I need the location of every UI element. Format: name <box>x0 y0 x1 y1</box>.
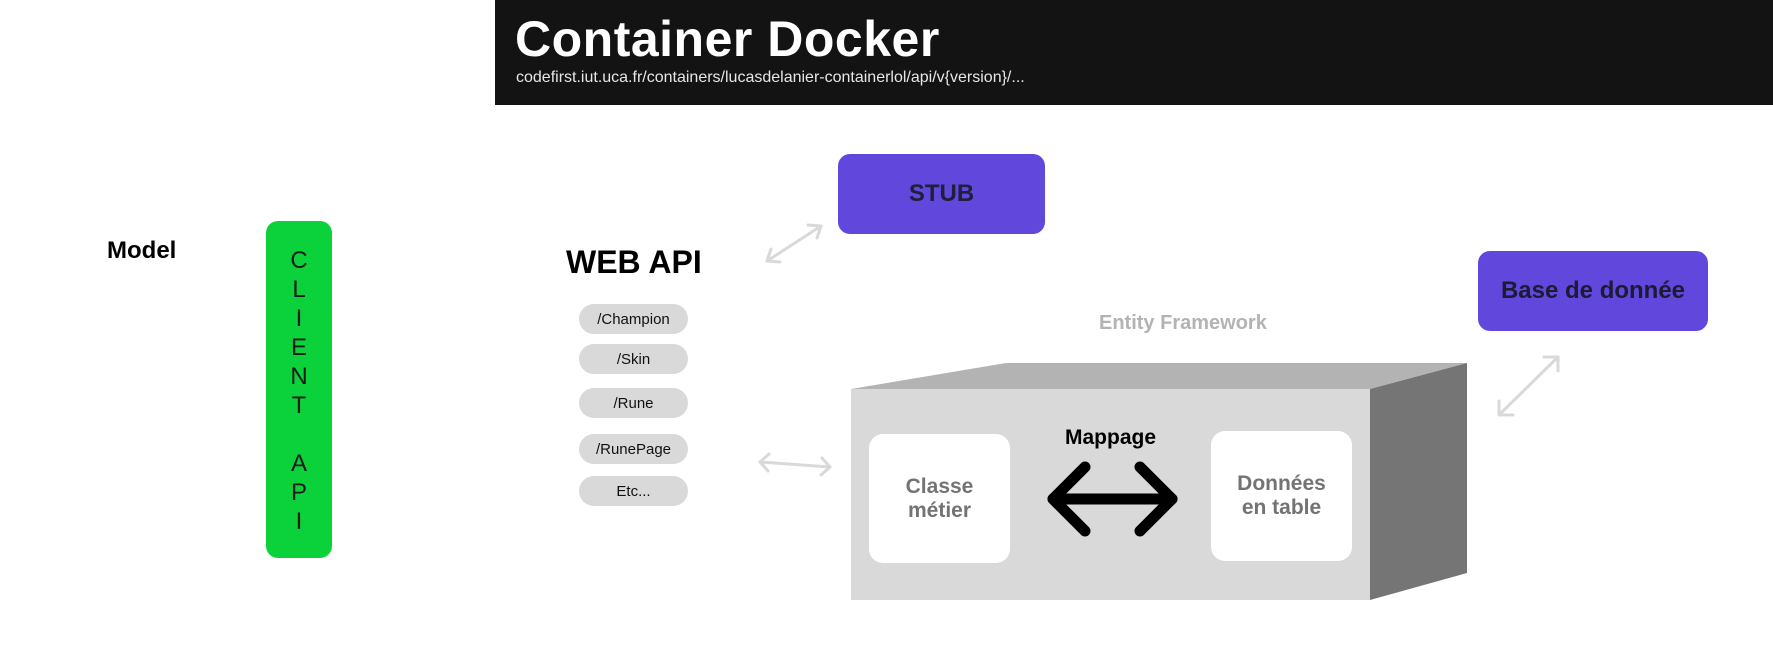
container-url: codefirst.iut.uca.fr/containers/lucasdel… <box>516 69 1025 86</box>
route-skin: /Skin <box>579 344 688 374</box>
classe-metier-box: Classe métier <box>869 434 1010 563</box>
donnees-line-2: en table <box>1241 496 1322 519</box>
database-box: Base de donnée <box>1478 251 1708 331</box>
route-runepage: /RunePage <box>579 434 688 464</box>
double-headed-arrow-icon <box>765 223 823 264</box>
donnees-table-box: Données en table <box>1211 431 1352 561</box>
model-label: Model <box>107 237 177 264</box>
route-etc: Etc... <box>579 476 688 506</box>
double-headed-arrow-icon <box>1497 355 1560 417</box>
cube-side-face <box>1370 363 1467 600</box>
cube-top-face <box>851 363 1467 389</box>
route-rune: /Rune <box>579 388 688 418</box>
client-letter: N <box>290 363 308 390</box>
double-headed-arrow-icon <box>758 452 832 477</box>
classe-line-1: Classe <box>905 474 974 498</box>
diagram-title: Container Docker <box>515 11 940 67</box>
client-letter: T <box>291 392 307 419</box>
client-letter: E <box>290 334 307 361</box>
stub-box: STUB <box>838 154 1045 234</box>
mappage-label: Mappage <box>1065 426 1157 449</box>
client-api-block: C L I E N T A P I <box>266 221 332 558</box>
donnees-line-1: Données <box>1237 472 1326 495</box>
client-letter: P <box>290 479 307 506</box>
classe-line-2: métier <box>907 498 972 522</box>
client-letter: I <box>295 305 303 332</box>
client-letter: A <box>290 450 307 477</box>
client-letter: C <box>290 247 308 274</box>
entity-framework-label: Entity Framework <box>1099 312 1267 334</box>
client-letter: L <box>292 276 306 303</box>
route-champion: /Champion <box>579 304 688 334</box>
web-api-title: WEB API <box>566 244 702 280</box>
header-banner: Container Docker codefirst.iut.uca.fr/co… <box>495 0 1773 105</box>
client-letter: I <box>295 508 303 535</box>
